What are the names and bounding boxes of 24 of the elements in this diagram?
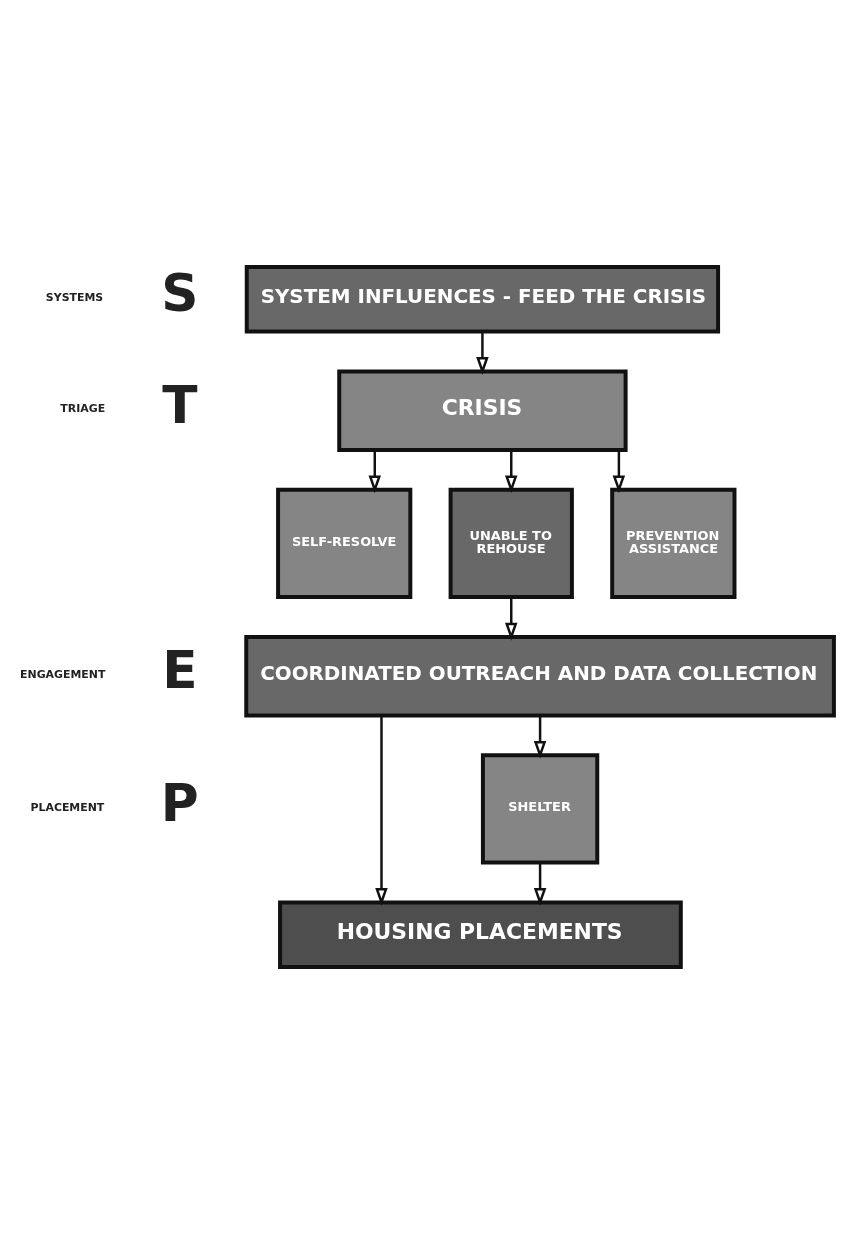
arrow <box>533 715 547 759</box>
node-box: HOUSING PLACEMENTS <box>278 900 683 969</box>
arrow <box>504 597 518 641</box>
label: S <box>161 263 199 324</box>
arrow <box>504 450 518 494</box>
node-box: SELF-RESOLVE <box>276 487 413 600</box>
arrow <box>368 450 382 494</box>
label: ENGAGEMENT <box>20 667 106 681</box>
node-box: PREVENTION ASSISTANCE <box>610 487 737 600</box>
label: P <box>160 772 199 833</box>
arrow <box>533 862 547 907</box>
arrow <box>476 331 489 375</box>
label: T <box>162 374 198 435</box>
node-box: SHELTER <box>480 753 600 865</box>
label: E <box>162 640 198 701</box>
node-box: CRISIS <box>337 369 628 452</box>
node-box: COORDINATED OUTREACH AND DATA COLLECTION <box>244 634 836 718</box>
arrow <box>612 450 626 494</box>
label: PLACEMENT <box>30 800 105 814</box>
node-box: SYSTEM INFLUENCES - FEED THE CRISIS <box>244 265 721 334</box>
label: SYSTEMS <box>45 291 104 305</box>
arrow <box>375 715 388 906</box>
label: TRIAGE <box>60 402 106 416</box>
node-box: UNABLE TO REHOUSE <box>448 487 574 600</box>
